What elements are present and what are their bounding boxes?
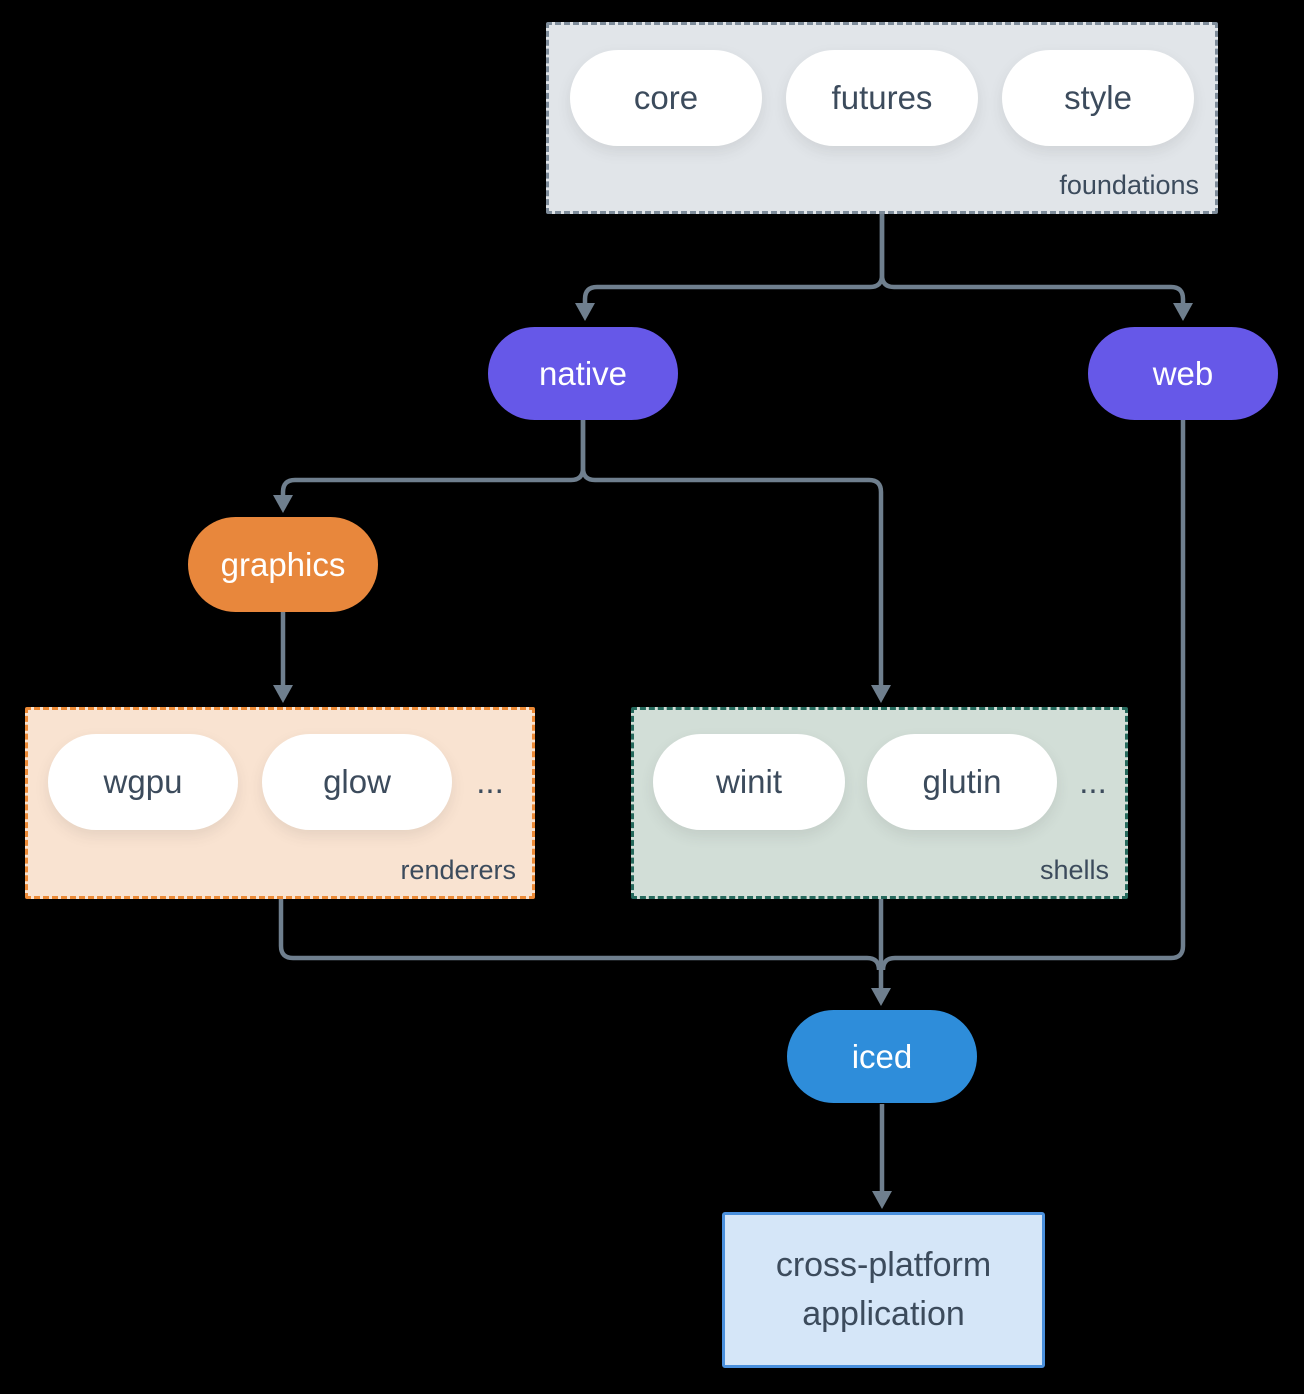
arrowhead-web [1173, 303, 1193, 321]
arrowhead-graphics [273, 495, 293, 513]
pill-glow-label: glow [323, 763, 391, 800]
node-graphics: graphics [188, 517, 378, 612]
pill-winit: winit [653, 734, 845, 830]
group-foundations-label: foundations [1059, 170, 1199, 200]
pill-glow: glow [262, 734, 452, 830]
renderers-ellipsis: ... [476, 763, 504, 800]
group-renderers: wgpu glow ... renderers [25, 707, 535, 899]
arrowhead-shells [871, 685, 891, 703]
group-foundations: core futures style foundations [546, 22, 1218, 214]
shells-ellipsis: ... [1079, 763, 1107, 800]
arrowhead-app [872, 1191, 892, 1209]
node-iced: iced [787, 1010, 977, 1103]
pill-core-label: core [633, 79, 699, 116]
pill-wgpu: wgpu [48, 734, 238, 830]
edge-web-merge [880, 420, 1186, 971]
node-native-label: native [538, 354, 628, 392]
arrowhead-native [575, 303, 595, 321]
pill-style-label: style [1064, 79, 1132, 116]
arrowhead-iced [871, 988, 891, 1006]
node-graphics-label: graphics [220, 545, 346, 583]
pill-style: style [1002, 50, 1194, 146]
node-web: web [1088, 327, 1278, 420]
pill-futures-label: futures [831, 79, 933, 116]
node-iced-label: iced [851, 1037, 913, 1075]
group-shells: winit glutin ... shells [631, 707, 1128, 899]
edge-native-shells [580, 420, 884, 685]
node-web-label: web [1152, 354, 1214, 392]
arrowhead-renderers [273, 685, 293, 703]
edge-native-graphics [280, 420, 586, 495]
node-application: cross-platform application [722, 1212, 1045, 1368]
pill-core: core [570, 50, 762, 146]
pill-glutin-label: glutin [922, 763, 1002, 800]
pill-wgpu-label: wgpu [103, 763, 183, 800]
pill-futures: futures [786, 50, 978, 146]
pill-glutin: glutin [867, 734, 1057, 830]
edge-renderers-merge [278, 899, 882, 971]
node-application-label: cross-platform application [775, 1245, 992, 1333]
edge-foundations-native [582, 214, 885, 303]
node-native: native [488, 327, 678, 420]
edge-foundations-web [879, 214, 1186, 303]
group-renderers-label: renderers [400, 855, 516, 885]
pill-winit-label: winit [715, 763, 783, 800]
group-shells-label: shells [1039, 855, 1109, 885]
